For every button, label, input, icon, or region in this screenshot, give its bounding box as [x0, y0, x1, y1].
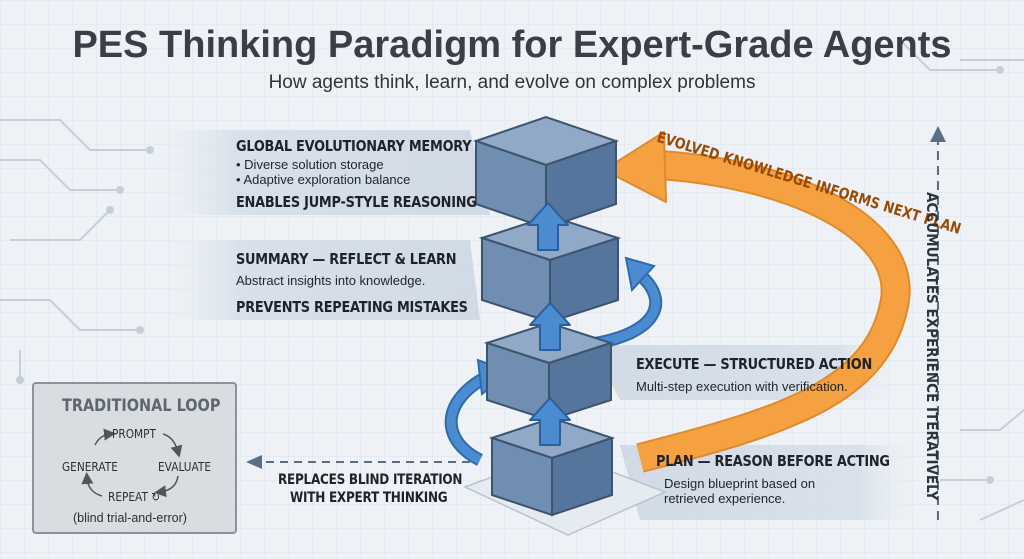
- cube-memory: [472, 115, 620, 230]
- memory-title: GLOBAL EVOLUTIONARY MEMORY: [236, 137, 472, 155]
- accumulate-arrow-head: [930, 126, 946, 142]
- memory-panel: [150, 130, 490, 215]
- accumulate-label: ACCUMULATES EXPERIENCE ITERATIVELY: [923, 192, 941, 501]
- plan-description-2: retrieved experience.: [664, 491, 786, 506]
- plan-title: PLAN — REASON BEFORE ACTING: [656, 452, 890, 470]
- replace-arrow-head: [246, 455, 262, 469]
- summary-panel: [160, 240, 480, 320]
- page-title: PES Thinking Paradigm for Expert-Grade A…: [72, 24, 952, 66]
- feedback-arrow-head: [603, 131, 667, 203]
- memory-bullet-1: • Diverse solution storage: [236, 157, 384, 172]
- replace-label-line-2: WITH EXPERT THINKING: [290, 490, 448, 506]
- feedback-arrow-body: [636, 152, 909, 471]
- loop-step-prompt: PROMPT: [112, 427, 156, 441]
- memory-bullet-2: • Adaptive exploration balance: [236, 172, 411, 187]
- execute-title: EXECUTE — STRUCTURED ACTION: [636, 355, 873, 373]
- loop-step-repeat: REPEAT ↻: [108, 490, 161, 504]
- plan-description-1: Design blueprint based on: [664, 476, 816, 491]
- replace-label-line-1: REPLACES BLIND ITERATION: [278, 472, 463, 488]
- summary-tagline: PREVENTS REPEATING MISTAKES: [236, 298, 468, 316]
- blue-curve-right-head: [624, 256, 656, 293]
- memory-tagline: ENABLES JUMP-STYLE REASONING: [236, 193, 477, 211]
- loop-cycle-arrows: [81, 428, 183, 498]
- up-arrows: [527, 202, 571, 446]
- circuit-decoration: [0, 39, 1024, 521]
- blue-curve-right: [584, 271, 661, 350]
- summary-title: SUMMARY — REFLECT & LEARN: [236, 250, 457, 268]
- cube-summary: [478, 214, 622, 324]
- execute-description: Multi-step execution with verification.: [636, 379, 848, 394]
- page-subtitle: How agents think, learn, and evolve on c…: [268, 72, 756, 93]
- traditional-loop-note: (blind trial-and-error): [73, 511, 187, 525]
- plan-panel: [620, 445, 920, 520]
- loop-step-generate: GENERATE: [62, 460, 118, 474]
- loop-step-evaluate: EVALUATE: [158, 460, 212, 474]
- blue-curve-left: [446, 370, 493, 465]
- summary-description: Abstract insights into knowledge.: [236, 273, 426, 288]
- traditional-loop-box: [32, 382, 237, 534]
- traditional-loop-title: TRADITIONAL LOOP: [62, 396, 221, 416]
